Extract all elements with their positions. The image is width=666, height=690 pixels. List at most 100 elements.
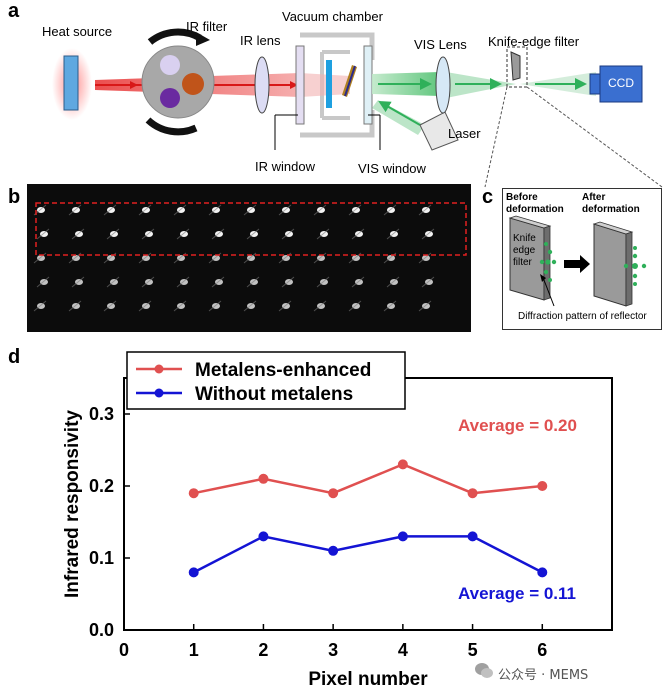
spot-streak: [418, 252, 432, 264]
diffraction-spot: [72, 207, 80, 213]
knife-edge-inset-label-2: edge: [513, 245, 536, 256]
y-tick-label: 0.3: [89, 404, 114, 424]
series-layer: [188, 459, 548, 578]
spot-streak: [313, 300, 327, 312]
panel-label-c: c: [482, 186, 494, 208]
spot-streak: [383, 204, 397, 216]
data-point: [188, 488, 199, 499]
diffraction-spot: [317, 303, 325, 309]
vis-window-label: VIS window: [358, 161, 426, 176]
diffraction-spot: [285, 231, 293, 237]
diffraction-spot: [177, 303, 185, 309]
before-deformation-label-1: Before: [506, 192, 538, 203]
average-annotation: Average = 0.11: [458, 584, 576, 603]
diffraction-spot: [37, 303, 45, 309]
diffraction-spot: [110, 231, 118, 237]
spot-streak: [418, 204, 432, 216]
spot-streak: [246, 276, 260, 288]
spot-streak: [316, 276, 330, 288]
data-point: [188, 567, 199, 578]
spot-streak: [243, 300, 257, 312]
diffraction-spot: [282, 303, 290, 309]
legend-label: Metalens-enhanced: [195, 360, 371, 381]
spot-streak: [106, 276, 120, 288]
spot-streak: [316, 228, 330, 240]
spot-streak: [351, 228, 365, 240]
spot-streak: [138, 300, 152, 312]
spot-streak: [106, 228, 120, 240]
data-point: [467, 531, 478, 542]
ir-window-label: IR window: [255, 159, 315, 174]
setup-diagram: [52, 28, 663, 188]
diffraction-spots: [33, 204, 435, 312]
spot-streak: [243, 252, 257, 264]
diffraction-spot: [75, 279, 83, 285]
spot-streak: [386, 276, 400, 288]
diffraction-spot: [212, 255, 220, 261]
diffraction-spot: [107, 255, 115, 261]
spot-streak: [33, 300, 47, 312]
ir-lens-label: IR lens: [240, 33, 281, 48]
diffraction-spot: [390, 279, 398, 285]
spot-streak: [71, 228, 85, 240]
spot-streak: [208, 300, 222, 312]
spot-streak: [243, 204, 257, 216]
diffraction-spot: [317, 207, 325, 213]
spot-streak: [211, 228, 225, 240]
after-deformation-label-2: deformation: [582, 204, 640, 215]
x-tick-label: 4: [398, 640, 408, 660]
spot-streak: [386, 228, 400, 240]
diffraction-spot: [390, 231, 398, 237]
spot-streak: [173, 300, 187, 312]
x-tick-label: 2: [258, 640, 268, 660]
diffraction-spot: [425, 279, 433, 285]
diffraction-spot: [107, 207, 115, 213]
spot-streak: [351, 276, 365, 288]
diffraction-spot: [282, 255, 290, 261]
heat-source-label: Heat source: [42, 24, 113, 39]
diffraction-caption: Diffraction pattern of reflector: [518, 311, 647, 322]
data-point: [397, 459, 408, 470]
x-tick-label: 0: [119, 640, 129, 660]
knife-edge-inset-label-3: filter: [513, 257, 532, 268]
spot-streak: [173, 204, 187, 216]
diffraction-spot: [285, 279, 293, 285]
spot-streak: [36, 228, 50, 240]
diffraction-spot: [250, 279, 258, 285]
x-tick-label: 1: [189, 640, 199, 660]
diffraction-spot: [212, 207, 220, 213]
legend-box: [126, 351, 406, 410]
wechat-logo-icon: [475, 663, 493, 678]
spot-streak: [348, 300, 362, 312]
spot-streak: [141, 276, 155, 288]
diffraction-spot: [352, 303, 360, 309]
diffraction-spot: [110, 279, 118, 285]
spot-streak: [68, 300, 82, 312]
heat-source-block: [63, 55, 79, 111]
diffraction-spot: [215, 231, 223, 237]
spot-streak: [68, 204, 82, 216]
data-point: [328, 488, 339, 499]
before-deformation-label-2: deformation: [506, 204, 564, 215]
diffraction-spot: [215, 279, 223, 285]
x-tick-label: 5: [468, 640, 478, 660]
diffraction-spot: [180, 279, 188, 285]
diffraction-spot: [40, 231, 48, 237]
laser-body: [419, 111, 459, 151]
diffraction-spot: [422, 207, 430, 213]
ir-lens-shape: [254, 56, 270, 114]
diffraction-spot: [180, 231, 188, 237]
diffraction-spot: [355, 231, 363, 237]
vis-lens-shape: [435, 56, 451, 114]
after-deformation-label-1: After: [582, 192, 606, 203]
y-axis-label: Infrared responsivity: [62, 410, 83, 598]
diffraction-spot: [75, 231, 83, 237]
spot-streak: [208, 204, 222, 216]
diffraction-spot: [40, 279, 48, 285]
spot-streak: [103, 300, 117, 312]
legend-swatch-marker: [154, 388, 164, 398]
x-axis-label: Pixel number: [308, 669, 428, 690]
data-point: [258, 531, 269, 542]
diffraction-spot: [422, 255, 430, 261]
ir-filter-wheel: [141, 28, 215, 136]
